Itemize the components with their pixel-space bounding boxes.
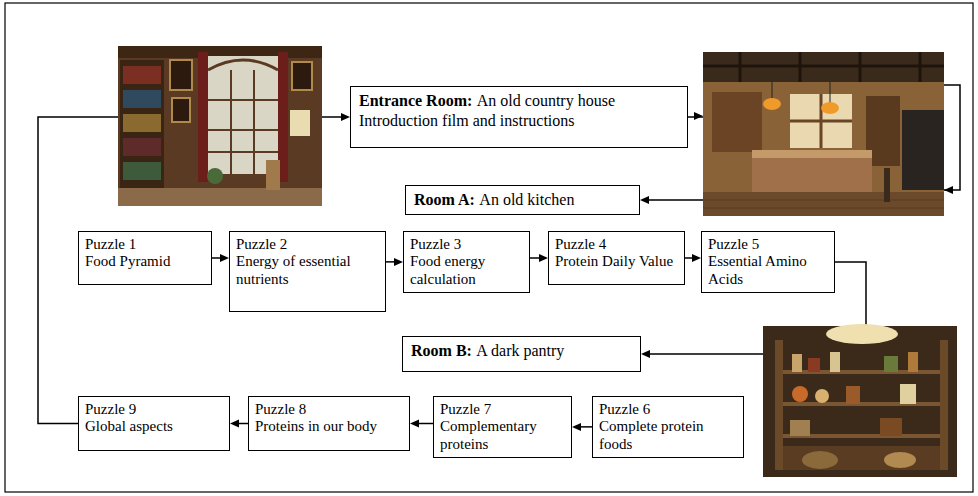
flow-arrow: [572, 423, 592, 431]
box-text: Complete protein foods: [599, 418, 737, 453]
box-heading: Puzzle 9: [85, 401, 223, 418]
box-heading: Room B:: [411, 342, 472, 359]
flow-arrow: [212, 254, 229, 262]
arrow-head: [640, 196, 649, 204]
arrow-head: [944, 186, 953, 194]
connector-line: [685, 257, 693, 259]
room-box: Entrance Room:An old country house Intro…: [350, 86, 688, 148]
puzzle-box: Puzzle 6Complete protein foods: [592, 396, 744, 458]
puzzle-box: Puzzle 8Proteins in our body: [248, 396, 410, 451]
connector-line: [580, 426, 592, 428]
room-box: Room B:A dark pantry: [402, 336, 641, 372]
flow-arrow: [685, 254, 701, 262]
connector-line: [418, 423, 433, 425]
box-heading: Room A:: [414, 191, 475, 208]
connector-line: [386, 261, 395, 263]
arrow-head: [692, 254, 701, 262]
box-text: A dark pantry: [476, 342, 564, 359]
library-photo: [118, 46, 322, 206]
box-text: Complementary proteins: [440, 418, 565, 453]
box-text: Global aspects: [85, 418, 223, 435]
box-heading: Puzzle 7: [440, 401, 565, 418]
box-heading: Puzzle 4: [555, 236, 678, 253]
box-text: Essential Amino Acids: [708, 253, 828, 288]
flow-arrow: [386, 258, 403, 266]
box-text: Energy of essential nutrients: [236, 253, 379, 288]
box-text: Food energy calculation: [410, 253, 523, 288]
box-heading: Entrance Room:: [359, 92, 472, 109]
puzzle-box: Puzzle 5Essential Amino Acids: [701, 231, 835, 293]
arrow-head: [341, 113, 350, 121]
box-heading: Puzzle 8: [255, 401, 403, 418]
flow-arrow: [230, 420, 248, 428]
room-box: Room A:An old kitchen: [405, 185, 640, 215]
box-heading: Puzzle 6: [599, 401, 737, 418]
kitchen-photo: [703, 52, 944, 216]
box-heading: Puzzle 2: [236, 236, 379, 253]
puzzle-box: Puzzle 9Global aspects: [78, 396, 230, 451]
arrow-head: [572, 423, 581, 431]
flow-arrow: [410, 420, 433, 428]
puzzle-box: Puzzle 2Energy of essential nutrients: [229, 231, 386, 312]
puzzle-box: Puzzle 4Protein Daily Value: [548, 231, 685, 285]
puzzle-box: Puzzle 3Food energy calculation: [403, 231, 530, 293]
arrow-head: [230, 420, 239, 428]
outer-frame: [5, 3, 973, 492]
connector-line: [530, 257, 540, 259]
arrow-head: [641, 350, 650, 358]
connector-line: [212, 257, 221, 259]
arrow-head: [539, 254, 548, 262]
arrow-head: [694, 112, 703, 120]
box-heading: Puzzle 5: [708, 236, 828, 253]
box-heading: Puzzle 3: [410, 236, 523, 253]
box-text: An old kitchen: [479, 191, 574, 208]
box-text: Protein Daily Value: [555, 253, 678, 270]
pantry-photo: [763, 324, 957, 477]
arrow-head: [410, 420, 419, 428]
box-heading: Puzzle 1: [85, 236, 205, 253]
connector-line: [238, 423, 248, 425]
arrow-head: [394, 258, 403, 266]
flow-arrow: [530, 254, 548, 262]
box-text: Food Pyramid: [85, 253, 205, 270]
puzzle-box: Puzzle 1Food Pyramid: [78, 231, 212, 285]
arrow-head: [220, 254, 229, 262]
puzzle-box: Puzzle 7Complementary proteins: [433, 396, 572, 458]
box-text: Proteins in our body: [255, 418, 403, 435]
